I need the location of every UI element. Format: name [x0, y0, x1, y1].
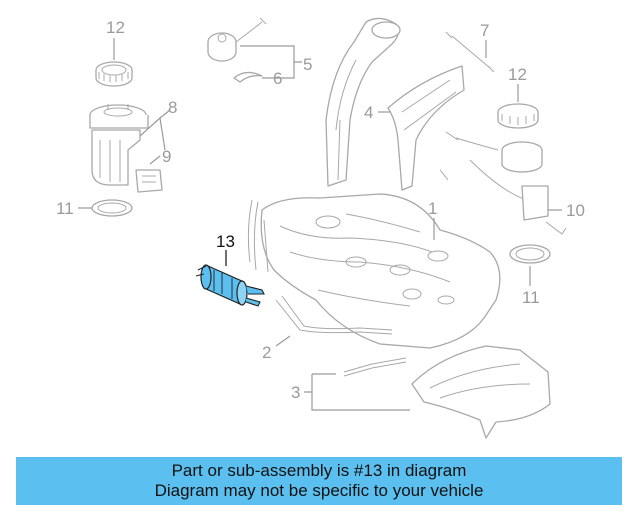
callout-11-right: 11: [522, 288, 540, 307]
part-10-sender-module: [439, 131, 567, 235]
part-13-fuel-filter[interactable]: [195, 264, 265, 307]
part-12-lock-ring-left: [95, 61, 133, 87]
part-8-pump-module: [89, 104, 149, 186]
callout-13: 13: [216, 232, 235, 251]
leader-5-6: [240, 45, 302, 79]
callout-12-right: 12: [508, 65, 527, 84]
part-11-seal-right: [509, 244, 551, 264]
part-3-lower-shield: [343, 345, 551, 439]
leader-3: [304, 373, 410, 411]
callout-3: 3: [291, 383, 300, 402]
part-1-fuel-tank: [247, 193, 501, 349]
callout-7: 7: [480, 21, 489, 40]
callout-10: 10: [566, 201, 585, 220]
callout-8: 8: [168, 98, 177, 117]
callout-6: 6: [273, 69, 282, 88]
banner-line-2: Diagram may not be specific to your vehi…: [154, 481, 484, 500]
callout-9: 9: [162, 147, 171, 166]
callout-4: 4: [364, 103, 373, 122]
part-6-seal-ring: [233, 71, 263, 83]
leader-9: [149, 155, 161, 165]
part-filler-neck: [325, 17, 401, 187]
info-banner: Part or sub-assembly is #13 in diagram D…: [16, 457, 622, 505]
callout-1: 1: [428, 199, 437, 218]
leader-2: [275, 335, 291, 347]
callout-12-top-left: 12: [106, 18, 125, 37]
part-12-lock-ring-right: [497, 103, 539, 129]
part-11-seal-left: [91, 199, 133, 217]
callout-11-left: 11: [56, 199, 74, 218]
banner-line-1: Part or sub-assembly is #13 in diagram: [171, 461, 467, 480]
leader-8: [139, 109, 171, 151]
part-7-sensor: [445, 31, 495, 73]
part-2-tank-strap: [275, 295, 393, 335]
callout-5: 5: [303, 55, 312, 74]
callout-2: 2: [262, 343, 271, 362]
part-4-heat-shield: [387, 65, 465, 191]
part-9-sender: [135, 169, 163, 193]
part-5-filler-cap: [207, 17, 267, 62]
